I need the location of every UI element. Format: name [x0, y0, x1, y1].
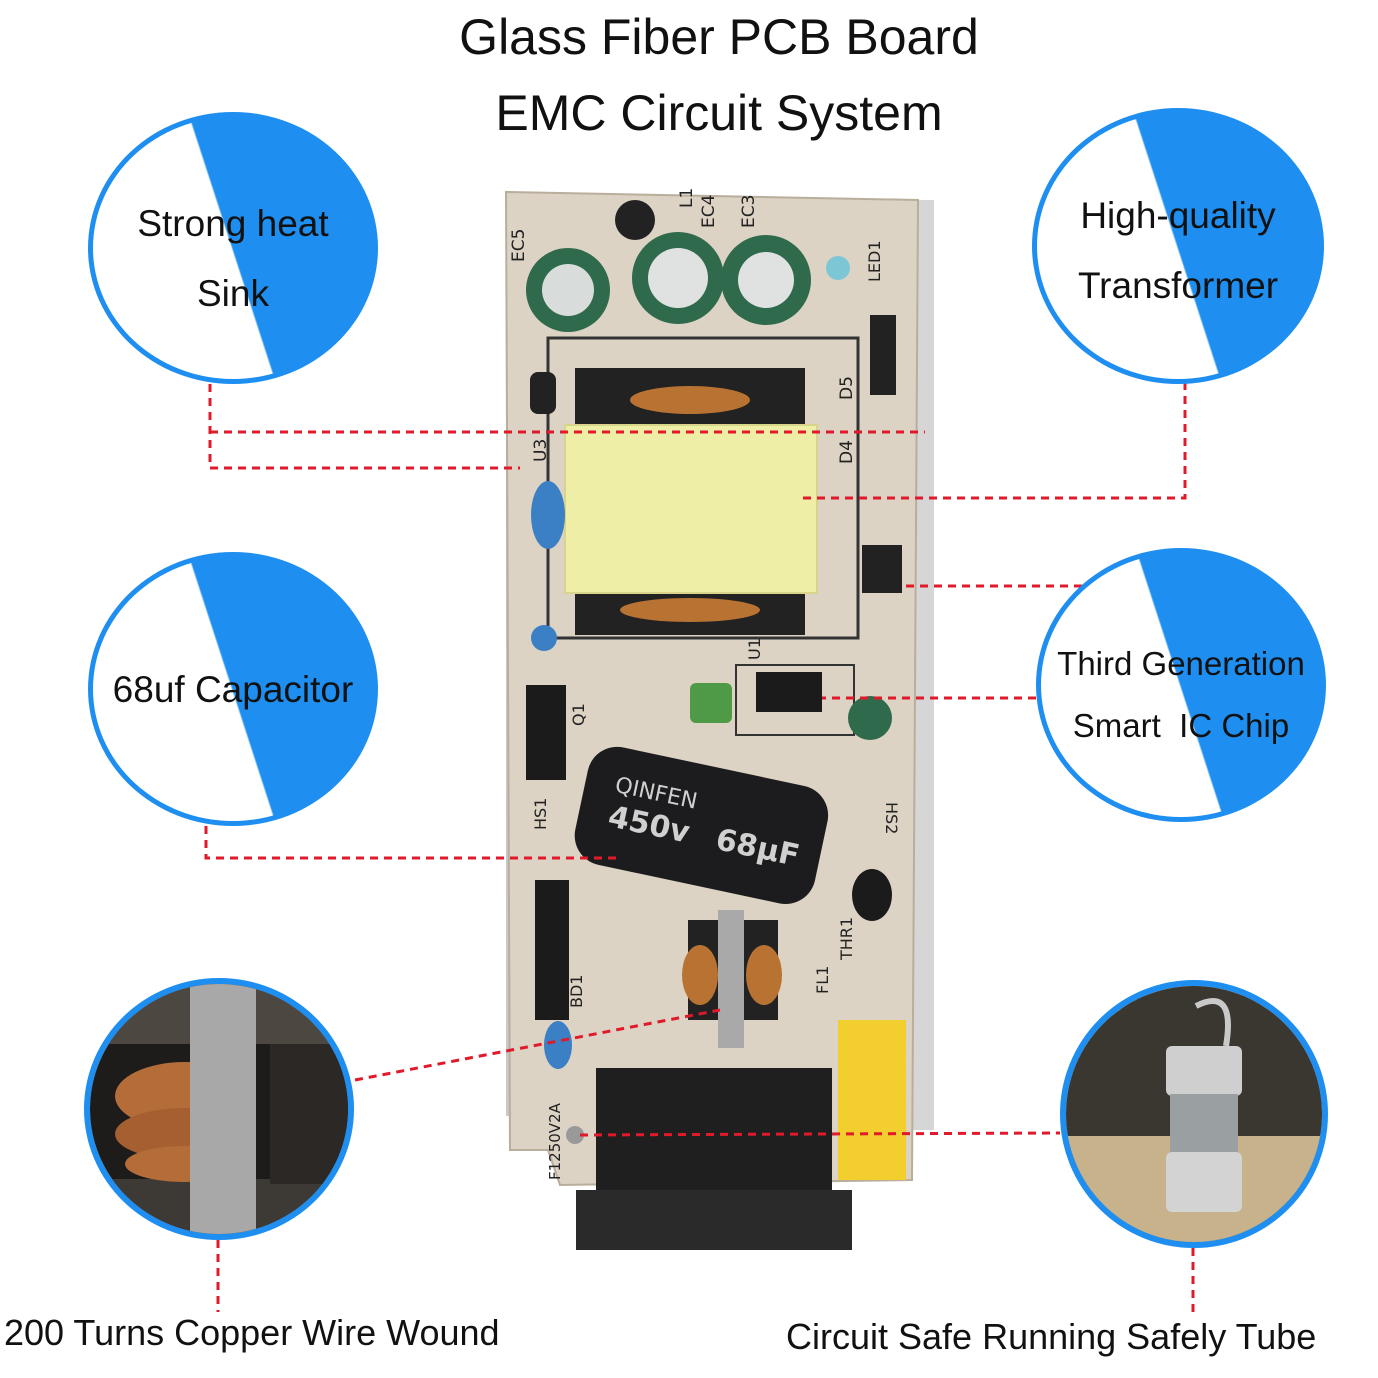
copper-coil-closeup [84, 978, 354, 1240]
copper-winding-top [630, 386, 750, 414]
blue-cap-cy2 [544, 1021, 572, 1069]
bridge-bd1 [535, 880, 569, 1020]
ref-ec5: EC5 [509, 229, 529, 262]
leader-copper-coil [354, 1008, 721, 1082]
callout-capacitor-line1: 68uf Capacitor [112, 669, 354, 710]
fuse-tube-closeup-image [1066, 986, 1322, 1242]
diode-d5 [870, 315, 896, 395]
ref-d5: D5 [837, 376, 857, 400]
caption-fuse-tube: Circuit Safe Running Safely Tube [786, 1316, 1317, 1357]
ref-bd1: BD1 [567, 975, 586, 1008]
leader-transformer [800, 382, 1187, 500]
leader-ic-chip [822, 584, 1082, 700]
copper-coil-closeup-image [90, 984, 348, 1234]
ref-fuse: F1250V2A [546, 1102, 564, 1180]
mosfet-q1 [526, 685, 566, 780]
callout-heat-sink: Strong heat Sink [88, 112, 378, 384]
optocoupler [862, 545, 902, 593]
ref-q1: Q1 [569, 703, 588, 726]
ac-socket-flange [576, 1190, 852, 1250]
callout-ic-chip-line1: Third Generation [1057, 645, 1305, 682]
choke-winding-right [746, 945, 782, 1005]
callout-ic-chip-line2: Smart IC Chip [1072, 707, 1290, 744]
leader-heat-sink [208, 384, 925, 470]
ref-led1: LED1 [865, 240, 884, 282]
callout-transformer-line1: High-quality [1080, 195, 1276, 236]
fuse-tube-closeup [1060, 980, 1328, 1248]
blue-cap-c7 [531, 625, 557, 651]
ref-ec4: EC4 [699, 195, 719, 228]
callout-heat-sink-line2: Sink [197, 273, 269, 314]
leader-capacitor [204, 826, 620, 860]
capacitor-ec5 [526, 248, 610, 332]
leader-fuse [579, 1131, 1061, 1137]
title-line-1: Glass Fiber PCB Board [459, 9, 979, 65]
green-film-cap [690, 683, 732, 723]
callout-heat-sink-line1: Strong heat [137, 203, 329, 244]
y-capacitor [531, 481, 565, 549]
fuse-pad [566, 1126, 584, 1144]
ref-hs2: HS2 [882, 802, 901, 834]
callout-transformer: High-quality Transformer [1032, 108, 1324, 384]
main-capacitor-68uf: QINFEN 450v 68µF [574, 746, 829, 904]
callout-ic-chip: Third Generation Smart IC Chip [1036, 548, 1326, 822]
ref-l1: L1 [677, 188, 697, 208]
transformer-body [564, 424, 818, 594]
ref-fl1: FL1 [813, 966, 832, 994]
capacitor-ec4 [632, 232, 724, 324]
choke-clip [718, 910, 744, 1048]
ref-ec3: EC3 [739, 195, 759, 228]
inductor-l1 [615, 200, 655, 240]
callout-transformer-line2: Transformer [1077, 265, 1279, 306]
ref-hs1: HS1 [531, 798, 550, 830]
transistor-u3 [530, 372, 556, 414]
ref-thr1: THR1 [837, 917, 856, 961]
led1 [826, 256, 850, 280]
caption-copper-coil: 200 Turns Copper Wire Wound [4, 1312, 500, 1353]
copper-winding-bottom [620, 598, 760, 622]
callout-capacitor: 68uf Capacitor [88, 552, 378, 826]
title-line-2: EMC Circuit System [495, 85, 943, 141]
ic-outline [735, 664, 855, 736]
thermistor-thr1 [852, 869, 892, 921]
ref-u1: U1 [745, 638, 764, 660]
ref-u3: U3 [531, 439, 551, 462]
ic-chip-u1 [756, 672, 822, 712]
x-capacitor [838, 1020, 906, 1180]
choke-winding-left [682, 945, 718, 1005]
ref-d4: D4 [837, 440, 857, 464]
capacitor-ec3 [721, 235, 811, 325]
small-cap [848, 696, 892, 740]
